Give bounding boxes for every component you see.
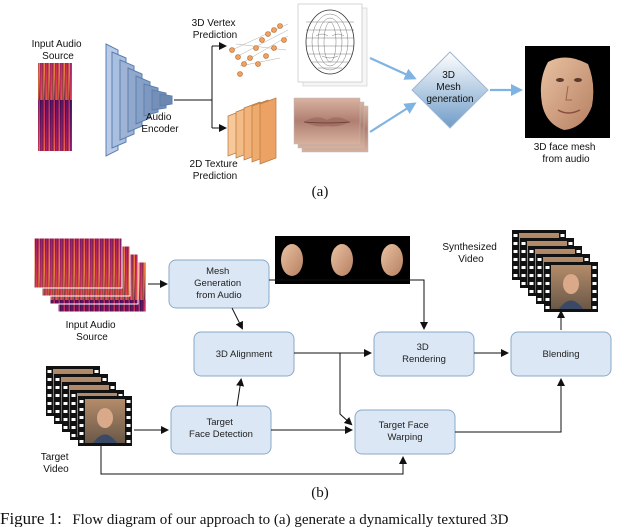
- texture-prediction-label: 2D Texture Prediction: [190, 159, 241, 182]
- caption-text: Flow diagram of our approach to (a) gene…: [72, 512, 508, 527]
- input-audio-spectrogram-stack: [33, 237, 147, 313]
- wireframe-face-mesh: [297, 3, 368, 87]
- svg-text:3D Alignment: 3D Alignment: [216, 349, 273, 360]
- part-b-tag: (b): [311, 485, 329, 501]
- box-target-face-detection: Target Face Detection: [170, 405, 272, 455]
- pipeline-arrows: [100, 279, 565, 475]
- encoder-branch-lines: [174, 42, 227, 132]
- vertex-prediction-label: 3D Vertex Prediction: [192, 18, 239, 41]
- output-label: 3D face mesh from audio: [534, 142, 598, 165]
- lips-texture-images: [293, 97, 369, 153]
- part-a-tag: (a): [312, 184, 329, 200]
- svg-text:Target Face Detection: Target Face Detection: [189, 417, 253, 440]
- texture-prediction-layers: [227, 97, 277, 165]
- output-3d-face-image: [525, 46, 610, 138]
- figure-caption: Figure 1: Flow diagram of our approach t…: [0, 509, 509, 527]
- vertex-prediction-network: [229, 23, 289, 77]
- mesh-generation-diamond: 3D Mesh generation: [411, 51, 489, 129]
- target-video-label: Target Video: [41, 452, 72, 475]
- input-audio-spectrogram-a: [38, 63, 72, 151]
- target-video-frames: [46, 366, 132, 446]
- synthesized-video-label: Synthesized Video: [442, 242, 499, 265]
- arrows-to-mesh-generation: [369, 56, 417, 133]
- svg-text:Blending: Blending: [543, 349, 580, 360]
- box-mesh-generation: Mesh Generation from Audio: [168, 259, 270, 309]
- box-3d-rendering: 3D Rendering: [373, 331, 475, 377]
- svg-text:3D Rendering: 3D Rendering: [402, 342, 446, 365]
- figure-number: Figure 1:: [0, 509, 62, 527]
- rendered-faces-strip: [275, 236, 410, 284]
- audio-encoder-layers: [105, 43, 173, 157]
- synthesized-video-frames: [512, 230, 598, 312]
- input-audio-label-b: Input Audio Source: [66, 320, 119, 343]
- box-3d-alignment: 3D Alignment: [193, 331, 295, 377]
- mesh-generation-label: 3D Mesh generation: [426, 70, 473, 105]
- input-audio-label-a: Input Audio Source: [32, 39, 85, 62]
- audio-encoder-label: Audio Encoder: [141, 112, 179, 135]
- svg-text:Mesh Generation fr: Mesh Generation from Audio: [194, 266, 244, 301]
- svg-text:Target Face Warping: Target Face Warping: [379, 420, 432, 443]
- box-blending: Blending: [510, 331, 612, 377]
- box-target-face-warping: Target Face Warping: [354, 409, 456, 455]
